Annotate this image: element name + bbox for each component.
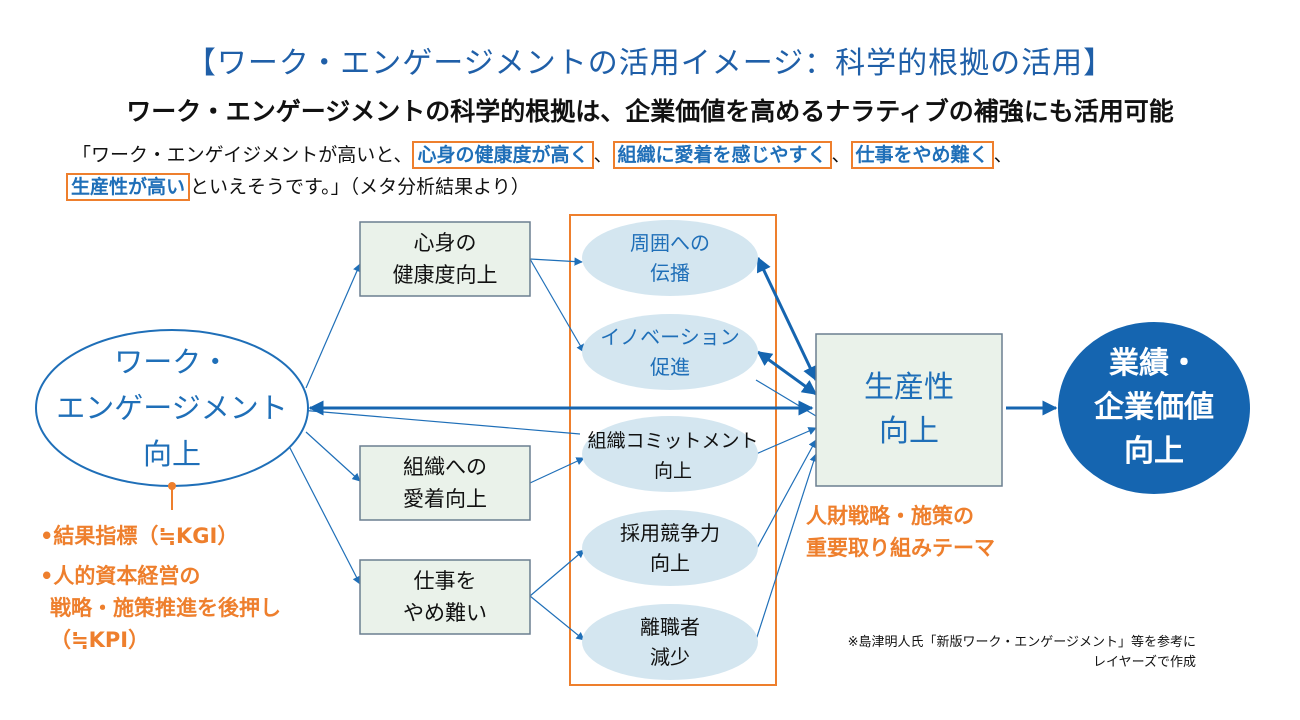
quote-line-1: 「ワーク・エンゲイジメントが高いと、心身の健康度が高く、組織に愛着を感じやすく、… (72, 140, 1013, 169)
quote-sep-2: 、 (831, 144, 851, 166)
spread-label-line: 周囲への (630, 231, 710, 255)
retention-label-line: 仕事を (413, 569, 477, 593)
spread-node (582, 220, 758, 296)
results-label-line: 向上 (1124, 434, 1184, 469)
innovation-node (582, 314, 758, 390)
productivity-label-line: 向上 (879, 414, 939, 449)
footnote-line: ※島津明人氏「新版ワーク・エンゲージメント」等を参考に (847, 635, 1196, 650)
kpi-note: •人的資本経営の 戦略・施策推進を後押し （≒KPI） (40, 560, 281, 656)
attachment-label-line: 愛着向上 (403, 487, 487, 511)
commitment-label-line: 組織コミットメント (587, 430, 759, 452)
commitment-label-line: 向上 (653, 460, 692, 482)
spread-label: 周囲への 伝播 (582, 220, 758, 296)
recruit-label-line: 採用競争力 (620, 521, 720, 545)
engagement-label-line: エンゲージメント (56, 391, 288, 425)
turnover-label-line: 減少 (650, 645, 690, 669)
retention-node (359, 559, 531, 635)
outcomes-group-frame (569, 214, 777, 686)
turnover-label: 離職者 減少 (582, 604, 758, 680)
attachment-label: 組織への 愛着向上 (360, 446, 530, 520)
attachment-label-line: 組織への (403, 455, 487, 479)
highlight-productivity: 生産性が高い (66, 173, 191, 201)
commitment-label: 組織コミットメント 向上 (572, 418, 774, 494)
kpi-note-line: 戦略・施策推進を後押し (50, 596, 281, 620)
quote-line-2: 生産性が高いといえそうです。」（メタ分析結果より） (66, 172, 530, 201)
thick-connectors (308, 256, 1058, 416)
kpi-note-line: •人的資本経営の (40, 564, 201, 588)
quote-close: といえそうです。」（メタ分析結果より） (190, 176, 530, 198)
commitment-node (582, 416, 758, 492)
quote-sep-1: 、 (593, 144, 613, 166)
kpi-pointer-dot (168, 482, 176, 490)
results-label-line: 業績・ (1109, 346, 1199, 381)
quote-sep-3: 、 (993, 144, 1013, 166)
kpi-note-line: （≒KPI） (50, 628, 150, 652)
retention-label: 仕事を やめ難い (360, 560, 530, 634)
engagement-label-line: 向上 (142, 437, 201, 471)
page-subtitle: ワーク・エンゲージメントの科学的根拠は、企業価値を高めるナラティブの補強にも活用… (126, 97, 1174, 126)
health-node (359, 221, 531, 297)
strategy-note-line: 人財戦略・施策の (806, 504, 974, 528)
quote-open: 「ワーク・エンゲイジメントが高いと、 (72, 144, 413, 166)
productivity-label: 生産性 向上 (816, 334, 1002, 486)
page-title: 【ワーク・エンゲージメントの活用イメージ：科学的根拠の活用】 (185, 46, 1115, 81)
recruit-node (582, 510, 758, 586)
health-label: 心身の 健康度向上 (360, 222, 530, 296)
recruit-label: 採用競争力 向上 (582, 510, 758, 586)
footnote-line: レイヤーズで作成 (1093, 655, 1196, 670)
innovation-label-line: 促進 (650, 355, 690, 379)
highlight-health: 心身の健康度が高く (412, 141, 594, 169)
health-label-line: 心身の (413, 231, 477, 255)
spread-label-line: 伝播 (650, 261, 690, 285)
turnover-node (582, 604, 758, 680)
kgi-note: •結果指標（≒KGI） (40, 524, 239, 548)
innovation-label-line: イノベーション (600, 325, 740, 349)
turnover-label-line: 離職者 (640, 615, 700, 639)
recruit-label-line: 向上 (650, 551, 690, 575)
highlight-retention: 仕事をやめ難く (850, 141, 994, 169)
engagement-label-line: ワーク・ (114, 345, 230, 379)
results-label: 業績・ 企業価値 向上 (1058, 322, 1250, 494)
health-label-line: 健康度向上 (392, 263, 498, 287)
results-label-line: 企業価値 (1094, 390, 1214, 425)
highlight-attachment: 組織に愛着を感じやすく (612, 141, 832, 169)
retention-label-line: やめ難い (403, 601, 487, 625)
engagement-label: ワーク・ エンゲージメント 向上 (40, 330, 304, 486)
attachment-node (359, 445, 531, 521)
source-footnote: ※島津明人氏「新版ワーク・エンゲージメント」等を参考に レイヤーズで作成 (800, 633, 1196, 673)
strategy-note: 人財戦略・施策の 重要取り組みテーマ (806, 500, 995, 564)
productivity-label-line: 生産性 (864, 370, 954, 405)
strategy-note-line: 重要取り組みテーマ (806, 536, 995, 560)
productivity-node (815, 333, 1003, 487)
results-node (1058, 322, 1250, 494)
innovation-label: イノベーション 促進 (582, 314, 758, 390)
